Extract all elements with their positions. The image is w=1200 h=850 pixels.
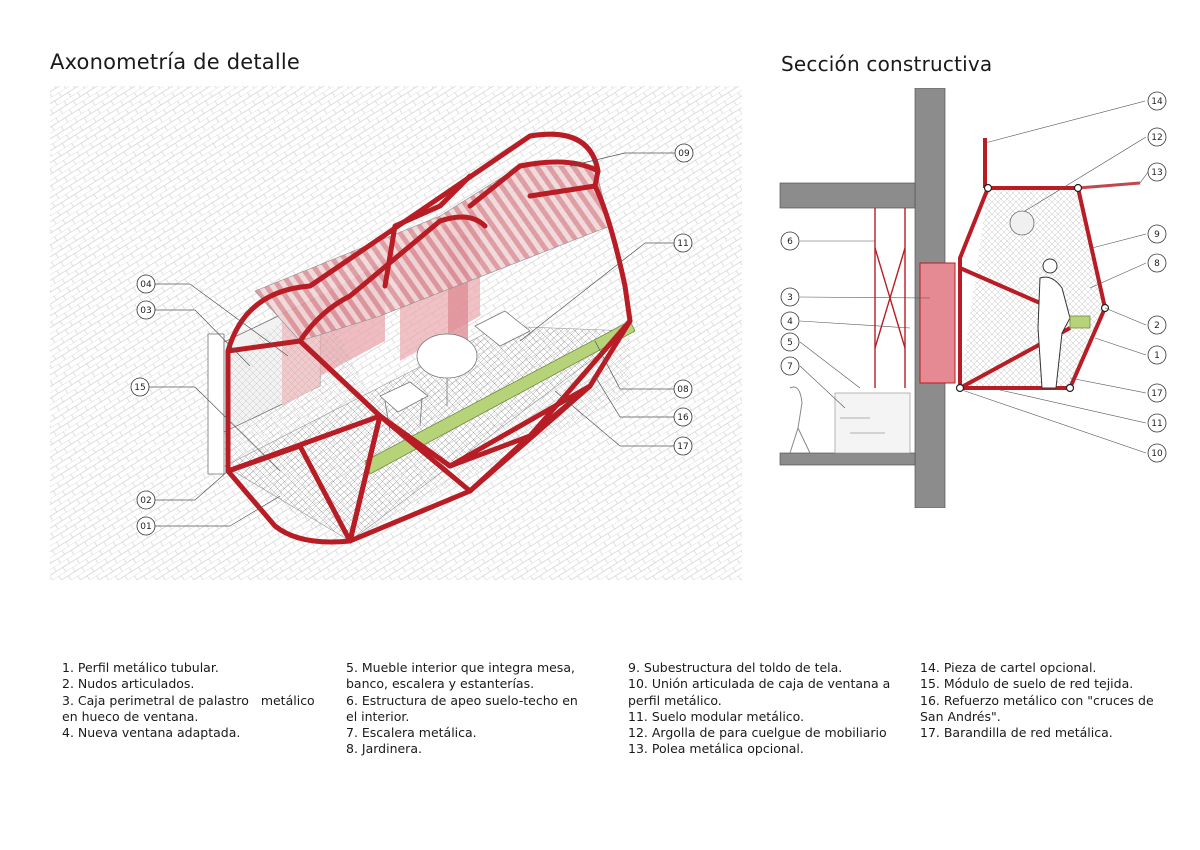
callout-label: 4 — [787, 317, 793, 327]
planter — [1069, 315, 1091, 329]
callout-label: 01 — [140, 522, 151, 532]
legend-item: 6. Estructura de apeo suelo-techo en el … — [346, 692, 582, 724]
callout-label: 15 — [134, 383, 145, 393]
callout-label: 11 — [677, 239, 688, 249]
callout-label: 04 — [140, 280, 152, 290]
legend-item: 15. Módulo de suelo de red tejida. — [920, 676, 1134, 692]
legend-item: 2. Nudos articulados. — [62, 676, 195, 692]
window-box — [919, 262, 956, 384]
legend-column-2: 5. Mueble interior que integra mesa, ban… — [346, 660, 591, 758]
legend-item: 8. Jardinera. — [346, 741, 422, 757]
callout-label: 5 — [787, 338, 793, 348]
callout-label: 9 — [1154, 230, 1160, 240]
axonometry-callouts: 09 11 04 03 15 08 16 17 02 01 — [130, 143, 694, 536]
legend-item: 10. Unión articulada de caja de ventana … — [628, 676, 895, 708]
tubular-metal-frame — [225, 131, 633, 545]
callout-label: 14 — [1151, 97, 1163, 107]
section-drawing: 14 12 13 6 9 8 3 4 2 5 7 1 17 11 10 — [779, 88, 1167, 508]
legend-item: 7. Escalera metálica. — [346, 725, 477, 741]
legend-column-4: 14. Pieza de cartel opcional. 15. Módulo… — [920, 660, 1160, 741]
callout-label: 17 — [1151, 389, 1162, 399]
legend-item: 9. Subestructura del toldo de tela. — [628, 660, 843, 675]
callout-label: 13 — [1151, 168, 1162, 178]
callout-label: 3 — [787, 293, 793, 303]
legend-column-3: 9. Subestructura del toldo de tela. 10. … — [628, 660, 893, 758]
callout-label: 11 — [1151, 419, 1162, 429]
callout-label: 12 — [1151, 133, 1162, 143]
section-callouts: 14 12 13 6 9 8 3 4 2 5 7 1 17 11 10 — [780, 91, 1167, 463]
chair — [789, 386, 811, 454]
interior-stair — [834, 392, 911, 454]
callout-label: 10 — [1151, 449, 1163, 459]
cabin-mesh — [960, 188, 1105, 388]
axonometry-title: Axonometría de detalle — [50, 50, 301, 74]
side-mesh-back — [350, 321, 630, 541]
legend-item: 11. Suelo modular metálico. — [628, 708, 805, 724]
legend-item: 12. Argolla de para cuelgue de mobiliari… — [628, 725, 887, 741]
legend-item: 5. Mueble interior que integra mesa, ban… — [346, 660, 579, 692]
section-title: Sección constructiva — [781, 52, 993, 76]
joints — [955, 183, 1110, 393]
side-mesh-front — [230, 296, 380, 531]
callout-label: 02 — [140, 496, 151, 506]
interior-furniture — [379, 310, 531, 432]
pulley — [1009, 210, 1035, 236]
legend-column-1: 1. Perfil metálico tubular. 2. Nudos art… — [62, 660, 317, 741]
callout-label: 2 — [1154, 321, 1160, 331]
legend-item: 3. Caja perimetral de palastro metálico … — [62, 692, 319, 724]
legend-item: 14. Pieza de cartel opcional. — [920, 660, 1097, 675]
legend-item: 13. Polea metálica opcional. — [628, 741, 804, 757]
person-silhouette — [1037, 258, 1071, 389]
legend-item: 16. Refuerzo metálico con "cruces de San… — [920, 692, 1158, 724]
callout-label: 1 — [1154, 351, 1160, 361]
callout-label: 08 — [677, 385, 689, 395]
callout-label: 6 — [787, 237, 793, 247]
callout-label: 09 — [678, 149, 690, 159]
callout-label: 17 — [677, 442, 688, 452]
legend-item: 1. Perfil metálico tubular. — [62, 660, 219, 675]
legend-item: 17. Barandilla de red metálica. — [920, 725, 1113, 741]
axonometry-drawing: 09 11 04 03 15 08 16 17 02 01 — [50, 86, 742, 580]
callout-label: 16 — [677, 413, 689, 423]
callout-label: 03 — [140, 306, 151, 316]
awning-substructure — [1077, 181, 1141, 190]
callout-label: 7 — [787, 362, 793, 372]
legend-item: 4. Nueva ventana adaptada. — [62, 725, 241, 741]
callout-label: 8 — [1154, 259, 1160, 269]
